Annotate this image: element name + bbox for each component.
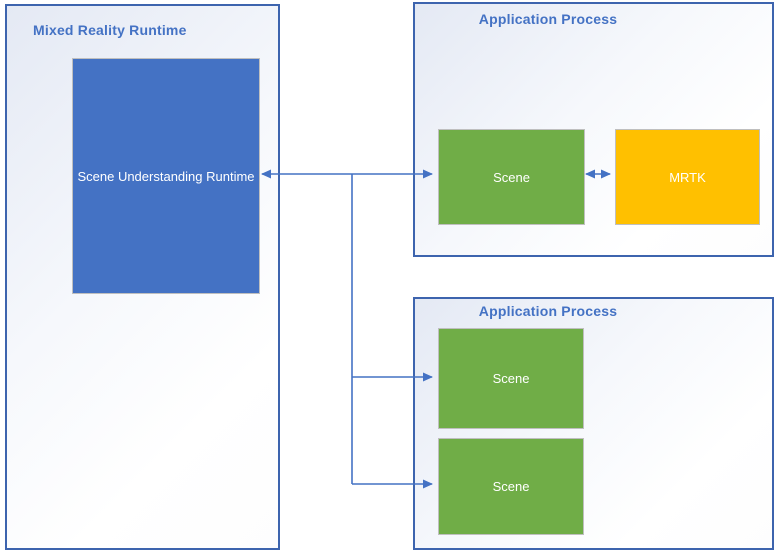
- app2-scene-a-box: Scene: [438, 328, 584, 429]
- container-application-process-1: Application Process Scene MRTK: [413, 2, 774, 257]
- app1-mrtk-label: MRTK: [669, 169, 706, 185]
- application-process-2-title: Application Process: [478, 303, 618, 319]
- app2-scene-a-label: Scene: [492, 371, 530, 386]
- app2-scene-b-label: Scene: [492, 479, 530, 494]
- app1-mrtk-box: MRTK: [615, 129, 760, 225]
- scene-understanding-runtime-box: Scene Understanding Runtime: [72, 58, 260, 294]
- scene-understanding-runtime-label: Scene Understanding Runtime: [77, 168, 255, 184]
- container-application-process-2: Application Process Scene Scene: [413, 297, 774, 550]
- mixed-reality-runtime-title: Mixed Reality Runtime: [33, 22, 187, 38]
- app1-scene-label: Scene: [493, 169, 530, 185]
- app2-scene-b-box: Scene: [438, 438, 584, 535]
- application-process-1-title: Application Process: [478, 11, 618, 27]
- app1-scene-box: Scene: [438, 129, 585, 225]
- container-mixed-reality-runtime: Mixed Reality Runtime Scene Understandin…: [5, 4, 280, 550]
